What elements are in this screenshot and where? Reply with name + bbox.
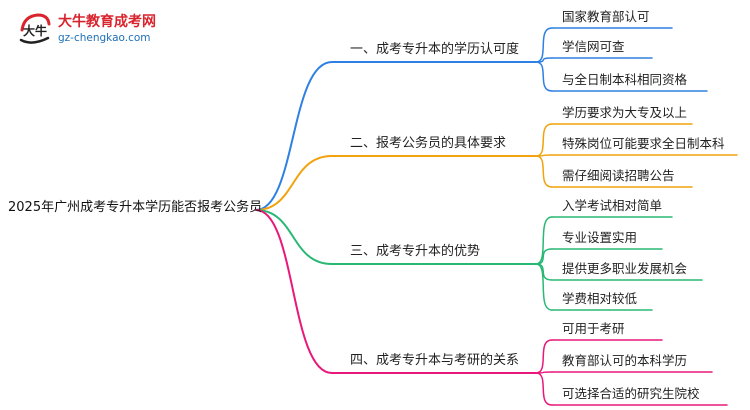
branch-to-leaf-connector — [535, 123, 553, 157]
bull-logo-icon: 大牛 — [19, 13, 51, 44]
leaf-topic: 可用于考研 — [562, 321, 625, 336]
logo-mark-glyph: 大牛 — [23, 23, 47, 38]
brand-logo: 大牛 大牛教育成考网 gz-chengkao.com — [18, 8, 168, 52]
branch-to-leaf-connector — [535, 263, 553, 281]
leaf-topic: 国家教育部认可 — [562, 9, 650, 24]
leaf-topic: 专业设置实用 — [562, 230, 638, 245]
branch-to-leaf-connector — [535, 27, 553, 63]
branch-to-leaf-connector — [535, 61, 553, 92]
branch-to-leaf-connector — [535, 339, 553, 374]
branch-to-leaf-connector — [535, 57, 553, 63]
root-topic: 2025年广州成考专升本学历能否报考公务员 — [8, 200, 263, 215]
branch-topic: 三、成考专升本的优势 — [350, 244, 481, 259]
branch-to-leaf-connector — [535, 372, 553, 406]
leaf-topic: 教育部认可的本科学历 — [562, 353, 688, 368]
root-to-branch-connector — [255, 155, 333, 211]
logo-title: 大牛教育成考网 — [58, 14, 156, 30]
branch-topic: 二、报考公务员的具体要求 — [350, 136, 507, 151]
branch-topic: 一、成考专升本的学历认可度 — [350, 42, 520, 57]
branch-to-leaf-connector — [535, 263, 553, 311]
branch-to-leaf-connector — [535, 155, 553, 188]
leaf-topic: 特殊岗位可能要求全日制本科 — [562, 136, 725, 151]
leaf-topic: 需仔细阅读招聘公告 — [562, 168, 675, 183]
branch-to-leaf-connector — [535, 248, 553, 265]
logo-url: gz-chengkao.com — [58, 32, 151, 44]
leaf-topic: 入学考试相对简单 — [562, 198, 663, 213]
branch-topic: 四、成考专升本与考研的关系 — [350, 353, 520, 368]
root-to-branch-connector — [255, 209, 333, 374]
leaf-topic: 学费相对较低 — [562, 291, 638, 306]
leaf-topic: 可选择合适的研究生院校 — [562, 386, 700, 401]
leaf-topic: 与全日制本科相同资格 — [562, 72, 688, 87]
leaf-topic: 学历要求为大专及以上 — [562, 105, 688, 120]
root-to-branch-connector — [255, 61, 333, 211]
leaf-topic: 学信网可查 — [562, 39, 625, 54]
root-to-branch-connector — [255, 209, 333, 265]
leaf-topic: 提供更多职业发展机会 — [562, 261, 688, 276]
branch-to-leaf-connector — [535, 216, 553, 265]
